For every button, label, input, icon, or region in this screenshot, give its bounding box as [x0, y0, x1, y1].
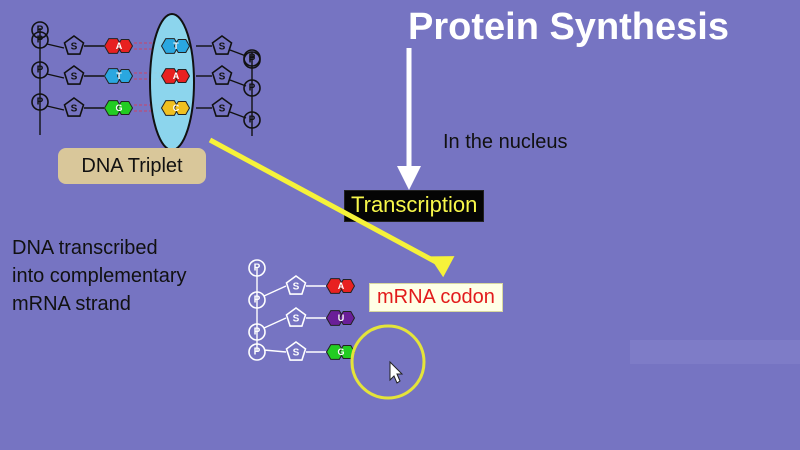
dna-right-bond-1: [229, 49, 247, 57]
dna-right-base-2: [160, 68, 180, 84]
location-label: In the nucleus: [443, 131, 568, 153]
mrna-phosphate-1: [248, 291, 266, 309]
mrna-base-2: [325, 310, 345, 326]
transcription-arrow-head: [397, 166, 421, 190]
dna-right-base-3-ring: [173, 101, 191, 115]
dna-left-base-2-letter: T: [116, 71, 122, 81]
mrna-codon-label: mRNA codon: [369, 283, 503, 312]
dna-left-base-2-ring: [116, 69, 134, 83]
mrna-phosphate-2: [248, 323, 266, 341]
description-text: DNA transcribed into complementary mRNA …: [12, 234, 187, 318]
dna-left-sugar-1-letter: S: [71, 42, 78, 53]
mrna-base-1: [325, 278, 345, 294]
mrna-bond-3: [263, 349, 287, 353]
description-line-1: DNA transcribed: [12, 237, 158, 259]
decorative-bar: [630, 340, 800, 364]
mrna-sugar-3-letter: S: [293, 348, 300, 359]
dna-left-base-1-ring: [116, 39, 134, 53]
mrna-sugar-1: [285, 275, 307, 295]
dna-left-bond-1: [46, 43, 65, 49]
mrna-bond-2: [263, 317, 287, 329]
dna-left-sugar-1: [63, 35, 85, 55]
mrna-base-1-ring: [338, 279, 356, 293]
dna-right-sugar-1-letter: S: [219, 42, 226, 53]
dna-right-base-1: [160, 38, 180, 54]
mrna-sugar-3: [285, 341, 307, 361]
mrna-phosphate-top: [248, 259, 266, 277]
mrna-sugar-2-letter: S: [293, 314, 300, 325]
dna-left-base-1-letter: A: [116, 41, 123, 51]
mrna-phosphate-3-letter: P: [254, 347, 261, 358]
dna-left-sugar-3-letter: S: [71, 104, 78, 115]
dna-left-phosphate-2: [31, 61, 49, 79]
dna-left-phosphate-top: [31, 21, 49, 39]
description-line-2: into complementary: [12, 265, 187, 287]
mrna-base-1-letter: A: [338, 281, 345, 291]
mrna-phosphate-2-letter: P: [254, 327, 261, 338]
dna-right-base-3: [160, 100, 180, 116]
dna-right-sugar-1: [211, 35, 233, 55]
dna-left-base-1: [103, 38, 123, 54]
dna-right-base-2-letter: A: [173, 71, 180, 81]
dna-left-base-3: [103, 100, 123, 116]
mrna-sugar-2: [285, 307, 307, 327]
dna-left-phosphate-top-letter: P: [37, 25, 44, 36]
dna-right-base-2-ring: [173, 69, 191, 83]
cursor-highlight-ring: [350, 324, 426, 400]
dna-right-sugar-3-letter: S: [219, 104, 226, 115]
dna-left-base-3-ring: [116, 101, 134, 115]
mrna-base-2-ring: [338, 311, 356, 325]
dna-left-phosphate-2-letter: P: [37, 65, 44, 76]
dna-left-phosphate-3-letter: P: [37, 97, 44, 108]
dna-to-mrna-arrow-shaft: [208, 137, 438, 265]
mrna-base-3: [325, 344, 345, 360]
dna-left-base-2: [103, 68, 123, 84]
dna-right-base-1-ring: [173, 39, 191, 53]
dna-right-bond-3: [229, 111, 247, 119]
dna-right-sugar-2-letter: S: [219, 72, 226, 83]
dna-left-bond-3: [46, 105, 65, 111]
mrna-phosphate-1-letter: P: [254, 295, 261, 306]
mouse-pointer-icon: [389, 360, 404, 384]
dna-left-base-3-letter: G: [115, 103, 122, 113]
dna-right-bond-2: [229, 79, 247, 87]
dna-left-sugar-2: [63, 65, 85, 85]
dna-right-base-3-letter: C: [173, 103, 180, 113]
mrna-phosphate-3: [248, 343, 266, 361]
dna-right-base-1-letter: T: [173, 41, 179, 51]
dna-left-phosphate-3: [31, 93, 49, 111]
description-line-3: mRNA strand: [12, 293, 131, 315]
dna-left-sugar-3: [63, 97, 85, 117]
transcription-label: Transcription: [344, 190, 485, 222]
dna-to-mrna-arrow-head: [429, 256, 455, 278]
mrna-bond-1: [263, 285, 287, 297]
mrna-sugar-1-letter: S: [293, 282, 300, 293]
mrna-phosphate-top-letter: P: [254, 263, 261, 274]
mrna-base-3-letter: G: [337, 347, 344, 357]
dna-left-phosphate-1: [31, 31, 49, 49]
dna-left-sugar-2-letter: S: [71, 72, 78, 83]
mrna-base-2-letter: U: [338, 313, 345, 323]
dna-right-sugar-2: [211, 65, 233, 85]
dna-left-bond-2: [46, 73, 65, 79]
dna-left-phosphate-1-letter: P: [37, 35, 44, 46]
dna-triplet-label: DNA Triplet: [58, 148, 206, 184]
page-title: Protein Synthesis: [408, 6, 729, 48]
dna-right-sugar-3: [211, 97, 233, 117]
